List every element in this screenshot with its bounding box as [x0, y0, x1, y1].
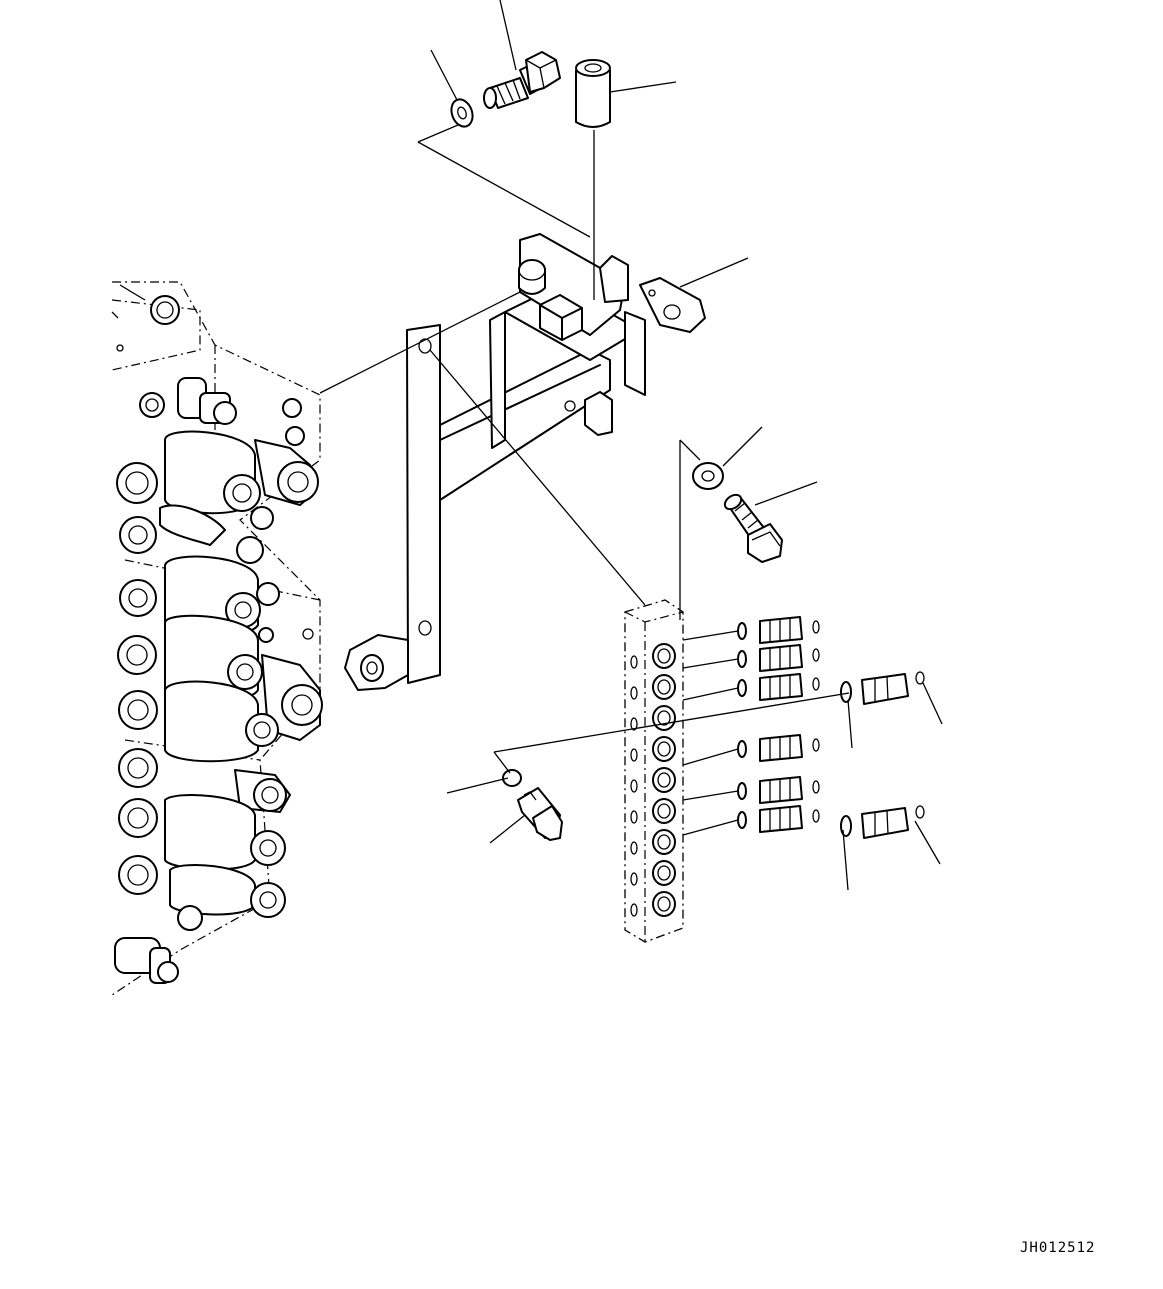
washer-right — [692, 462, 724, 490]
manifold-port — [630, 798, 676, 824]
manifold-port — [630, 829, 676, 855]
adapter-fitting — [682, 805, 820, 836]
manifold-port — [630, 643, 676, 669]
manifold-port — [630, 891, 676, 917]
bolt-right — [723, 493, 783, 563]
adapter-fitting — [682, 776, 820, 804]
mounting-bracket — [344, 233, 706, 691]
pressure-sensor — [502, 769, 563, 841]
drawing-number: JH012512 — [1020, 1240, 1096, 1256]
bolt-top — [483, 51, 561, 109]
fitting-group — [682, 616, 925, 839]
spacer-collar — [575, 59, 611, 128]
manifold-port — [630, 860, 676, 886]
manifold-port — [630, 674, 676, 700]
manifold-block — [624, 599, 684, 943]
adapter-fitting — [682, 673, 820, 701]
oring-callouts — [842, 682, 943, 891]
adapter-fitting — [682, 644, 820, 672]
elbow-fitting — [840, 671, 925, 705]
washer-top — [450, 98, 474, 128]
manifold-port — [630, 705, 676, 731]
elbow-fitting — [840, 805, 925, 839]
manifold-port — [630, 736, 676, 762]
control-valve-assembly — [111, 281, 323, 996]
adapter-fitting — [682, 734, 820, 766]
adapter-fitting — [682, 616, 820, 644]
leader-lines — [319, 0, 850, 844]
manifold-port — [630, 767, 676, 793]
